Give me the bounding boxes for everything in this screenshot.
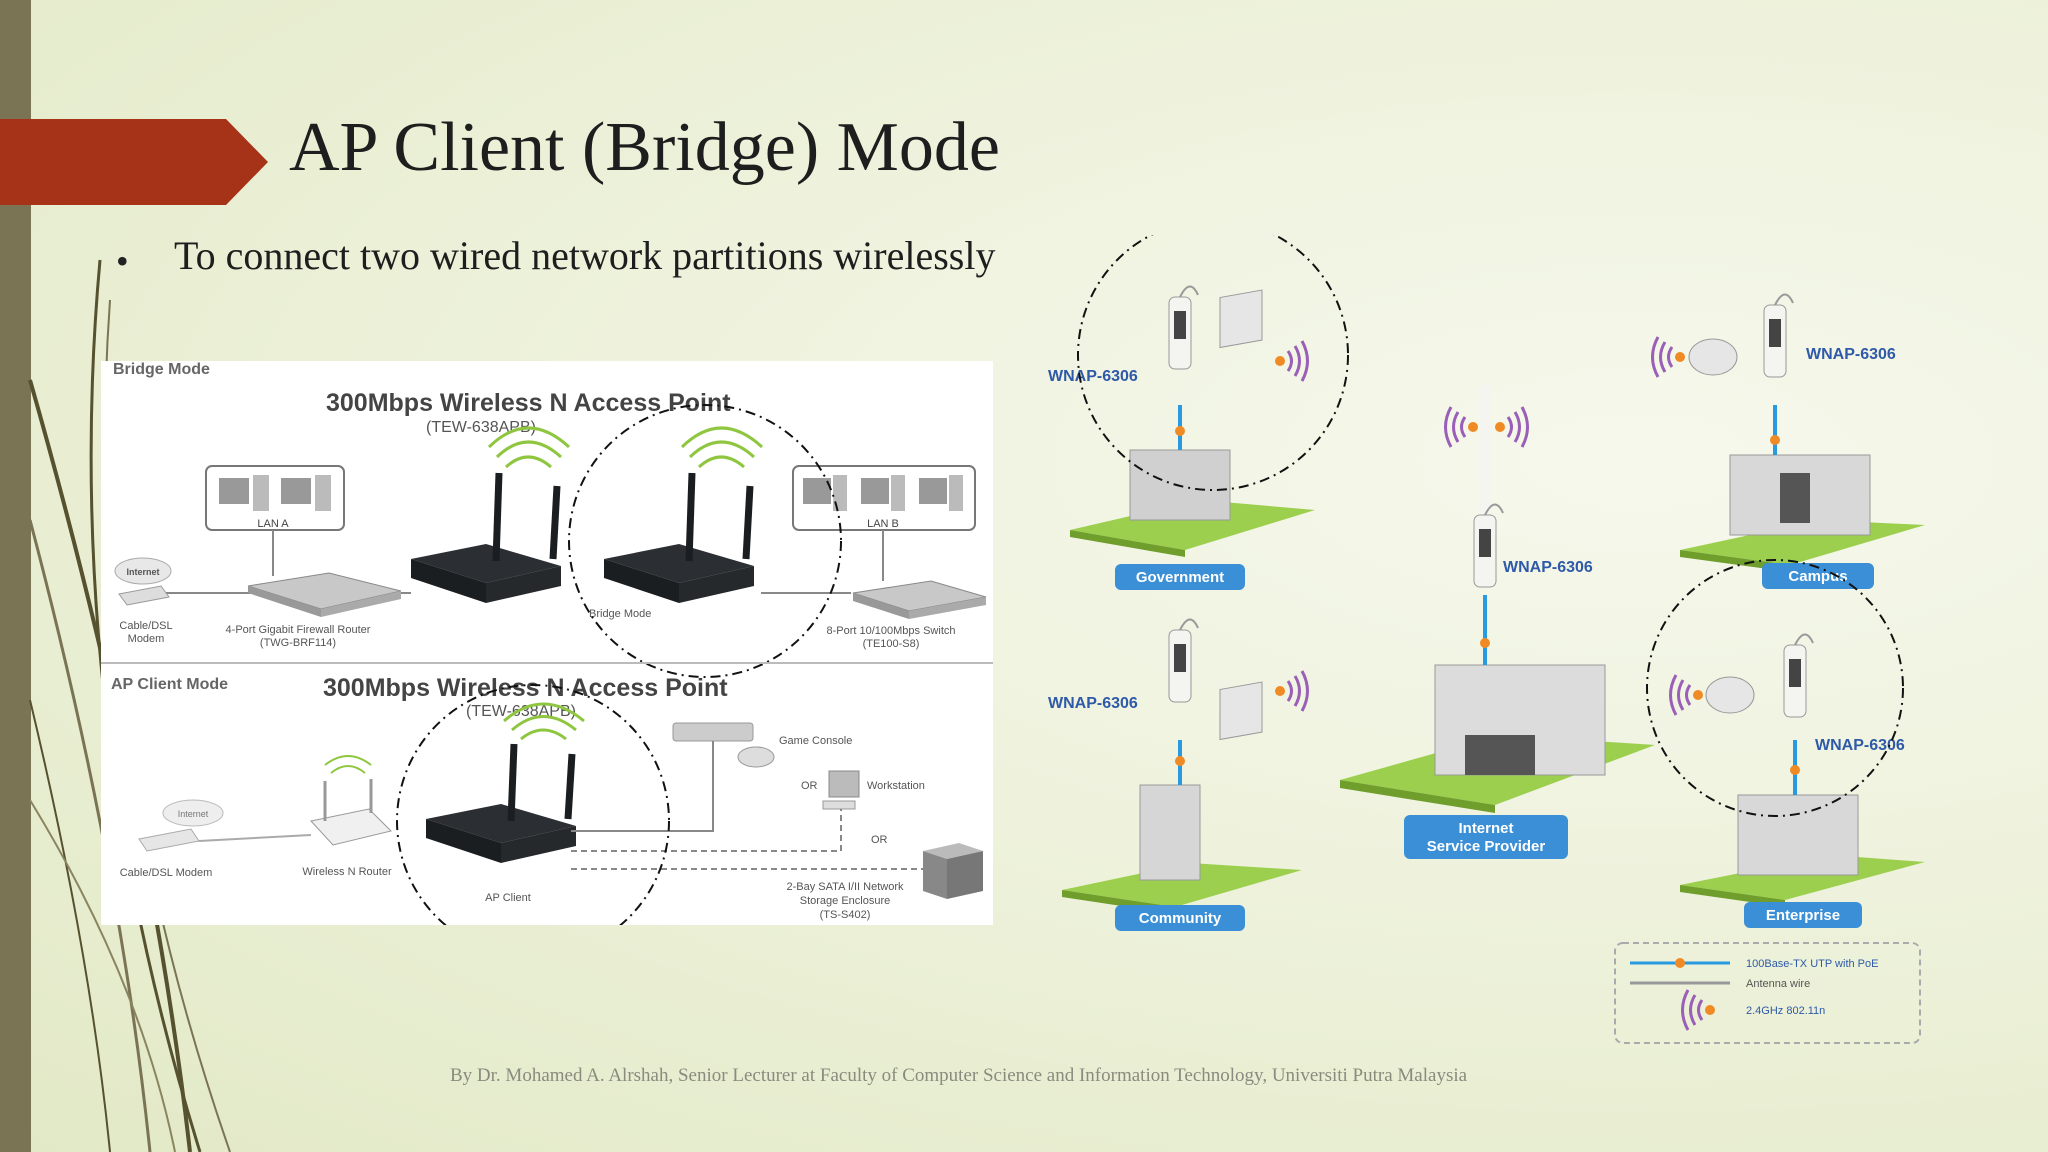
highlight-circle-enterprise bbox=[1646, 559, 1904, 817]
legend-utp-poe: 100Base-TX UTP with PoE bbox=[1746, 958, 1878, 970]
wireless-router-icon bbox=[310, 755, 392, 846]
campus-label: Campus bbox=[1788, 568, 1847, 585]
internet-cloud-icon bbox=[114, 557, 172, 585]
enterprise-site bbox=[1669, 633, 1925, 907]
bridge-mode-diagram: Bridge Mode 300Mbps Wireless N Access Po… bbox=[101, 361, 993, 958]
client-section-heading: 300Mbps Wireless N Access Point bbox=[323, 674, 728, 702]
nas-line2: Storage Enclosure bbox=[800, 895, 891, 907]
bridge-modem-line2: Modem bbox=[128, 633, 165, 645]
government-label: Government bbox=[1136, 569, 1224, 586]
workstation-icon bbox=[822, 770, 860, 810]
or-label-1: OR bbox=[801, 780, 818, 792]
nas-line1: 2-Bay SATA I/II Network bbox=[787, 881, 904, 893]
isp-label-line1: Internet bbox=[1458, 820, 1513, 837]
bridge-section-label: Bridge Mode bbox=[113, 361, 210, 378]
community-label: Community bbox=[1139, 910, 1222, 927]
bridge-internet-label: Internet bbox=[126, 567, 159, 577]
highlight-circle-government bbox=[1077, 219, 1349, 491]
nas-enclosure-icon bbox=[923, 843, 983, 899]
client-internet-cloud-icon bbox=[162, 799, 224, 827]
outdoor-ap-network-diagram: WNAP-6306 Government WNAP-6306 Community… bbox=[1030, 219, 2030, 1050]
isp-label-line2: Service Provider bbox=[1427, 838, 1546, 855]
wireless-router-label: Wireless N Router bbox=[302, 866, 392, 878]
bullet-text: To connect two wired network partitions … bbox=[174, 233, 996, 278]
client-modem-label: Cable/DSL Modem bbox=[120, 867, 213, 879]
government-badge bbox=[1115, 564, 1245, 590]
access-point-1-icon bbox=[411, 426, 571, 603]
lan-b-label: LAN B bbox=[867, 518, 899, 530]
government-site bbox=[1070, 285, 1315, 557]
access-point-2-icon bbox=[604, 426, 764, 603]
highlight-circle-bridge bbox=[568, 404, 842, 678]
switch-line2: (TE100-S8) bbox=[863, 638, 920, 650]
legend-antenna-wire: Antenna wire bbox=[1746, 978, 1810, 990]
wnap-label-government: WNAP-6306 bbox=[1048, 368, 1138, 385]
lan-a-group bbox=[205, 465, 345, 531]
isp-site bbox=[1340, 385, 1655, 813]
bridge-mode-device-label: Bridge Mode bbox=[589, 608, 651, 620]
client-cables bbox=[571, 741, 923, 870]
bridge-cables bbox=[156, 530, 884, 594]
client-modem-icon bbox=[138, 828, 200, 852]
wnap-label-enterprise: WNAP-6306 bbox=[1815, 737, 1905, 754]
campus-badge bbox=[1762, 563, 1874, 589]
wnap-label-community: WNAP-6306 bbox=[1048, 695, 1138, 712]
campus-site bbox=[1651, 293, 1925, 572]
game-console-icon bbox=[672, 722, 775, 768]
wnap-label-campus: WNAP-6306 bbox=[1806, 346, 1896, 363]
slide-title: AP Client (Bridge) Mode bbox=[289, 109, 1000, 186]
ap-client-icon bbox=[426, 702, 585, 863]
diagram-legend: 100Base-TX UTP with PoE Antenna wire 2.4… bbox=[1614, 942, 1921, 1044]
slide-footer: By Dr. Mohamed A. Alrshah, Senior Lectur… bbox=[450, 1065, 1468, 1086]
lan-b-group bbox=[792, 465, 976, 531]
highlight-circle-client bbox=[396, 684, 670, 958]
enterprise-label: Enterprise bbox=[1766, 907, 1840, 924]
firewall-router-line2: (TWG-BRF114) bbox=[260, 637, 336, 649]
workstation-label: Workstation bbox=[867, 780, 925, 792]
game-console-label: Game Console bbox=[779, 735, 852, 747]
bridge-modem-line1: Cable/DSL bbox=[119, 620, 172, 632]
client-section-label: AP Client Mode bbox=[111, 676, 228, 693]
community-badge bbox=[1115, 905, 1245, 931]
title-arrow-shape bbox=[0, 119, 268, 205]
legend-wireless: 2.4GHz 802.11n bbox=[1746, 1005, 1825, 1017]
community-site bbox=[1062, 618, 1309, 914]
nas-line3: (TS-S402) bbox=[820, 909, 871, 921]
client-internet-label: Internet bbox=[178, 809, 209, 819]
firewall-router-line1: 4-Port Gigabit Firewall Router bbox=[226, 624, 371, 636]
isp-badge bbox=[1404, 815, 1568, 859]
wnap-label-isp: WNAP-6306 bbox=[1503, 559, 1593, 576]
lan-a-label: LAN A bbox=[257, 518, 289, 530]
bridge-section-heading: 300Mbps Wireless N Access Point bbox=[326, 389, 731, 417]
switch-line1: 8-Port 10/100Mbps Switch bbox=[826, 625, 955, 637]
ap-client-label: AP Client bbox=[485, 892, 531, 904]
or-label-2: OR bbox=[871, 834, 888, 846]
enterprise-badge bbox=[1744, 902, 1862, 928]
bullet-marker: • bbox=[116, 241, 129, 281]
modem-icon bbox=[118, 585, 170, 606]
